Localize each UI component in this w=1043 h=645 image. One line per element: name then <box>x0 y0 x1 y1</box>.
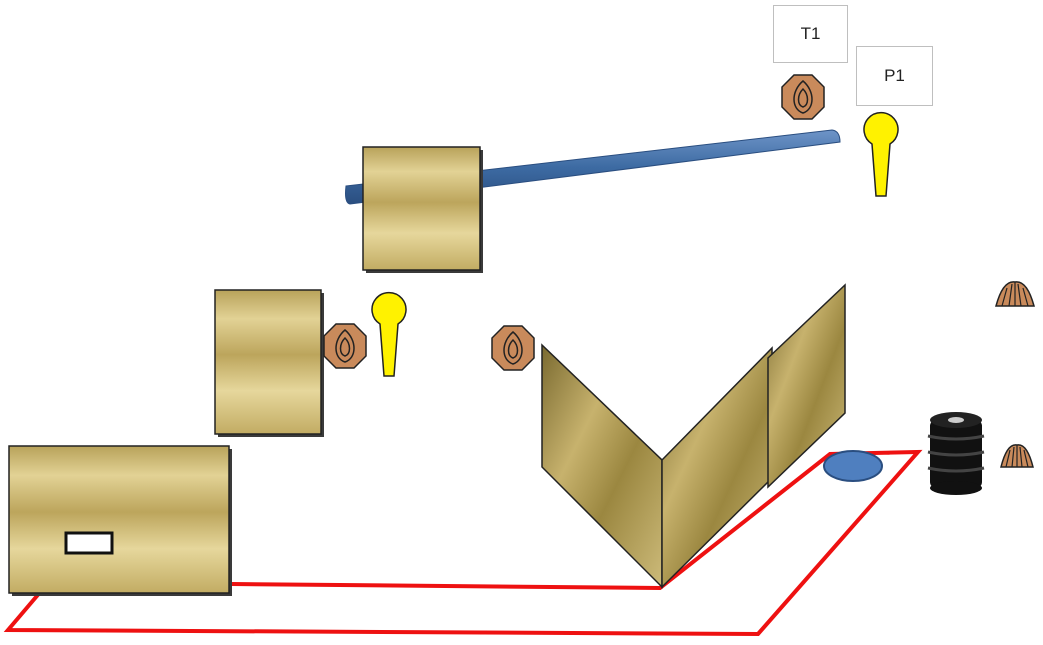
pressure-indicator-icon <box>863 111 899 197</box>
cone-sensor-icon <box>1000 444 1034 468</box>
boiler-middle <box>214 289 324 437</box>
panel-right <box>767 283 846 489</box>
red-wire-loop <box>3 449 923 637</box>
drum-icon <box>927 412 985 495</box>
temperature-sensor-icon <box>323 323 367 369</box>
cone-sensor-icon <box>995 281 1035 307</box>
boiler-top <box>362 146 483 273</box>
pressure-indicator-icon <box>371 291 407 377</box>
blue-pad <box>823 450 883 482</box>
boiler-bottom <box>8 445 232 596</box>
boiler-window <box>64 531 114 555</box>
label-p1: P1 <box>856 46 933 106</box>
panel-middle <box>661 346 773 589</box>
folded-panels <box>541 283 846 589</box>
inner-red-wire <box>3 449 923 637</box>
label-t1: T1 <box>773 5 848 63</box>
temperature-sensor-icon <box>781 74 825 120</box>
temperature-sensor-icon <box>491 325 535 371</box>
panel-left <box>541 343 663 589</box>
